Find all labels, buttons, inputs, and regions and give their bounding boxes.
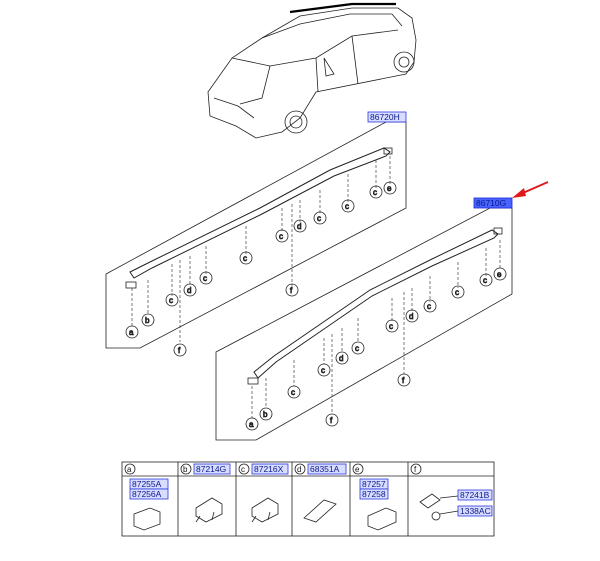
svg-text:f: f	[402, 376, 405, 385]
legend-cell-d: d 68351A	[294, 463, 347, 523]
part-number-upper[interactable]	[367, 111, 407, 123]
svg-text:87256A: 87256A	[132, 489, 162, 499]
bolt-icon	[419, 493, 441, 509]
svg-text:d: d	[339, 354, 343, 363]
svg-text:f: f	[178, 346, 181, 355]
svg-text:e: e	[355, 465, 360, 474]
legend-cell-e: e 87257 87258	[352, 463, 397, 531]
svg-text:c: c	[373, 188, 377, 197]
svg-text:f: f	[414, 465, 417, 474]
svg-text:b: b	[145, 316, 150, 325]
svg-text:b: b	[263, 410, 268, 419]
svg-text:c: c	[243, 254, 247, 263]
end-cap-icon	[367, 507, 397, 531]
svg-text:c: c	[483, 276, 487, 285]
svg-text:f: f	[290, 286, 293, 295]
car-illustration	[207, 2, 417, 139]
legend-cell-c: c 87216X	[238, 463, 289, 523]
svg-text:87216X: 87216X	[254, 464, 284, 474]
callouts-upper: a b c d c c c d c c c e f f	[125, 181, 397, 357]
part-number-lower-label: 86710G	[476, 198, 506, 208]
svg-text:c: c	[355, 344, 359, 353]
callouts-lower: a b c c d c c d c c c e f f	[245, 267, 507, 431]
legend-cell-b: b 87214G	[180, 463, 231, 523]
svg-text:d: d	[187, 286, 191, 295]
part-number-lower[interactable]	[473, 197, 513, 209]
lower-assembly: 86710G a b c c d c c	[215, 181, 549, 441]
svg-text:c: c	[321, 366, 325, 375]
part-68351A[interactable]	[307, 463, 347, 475]
svg-text:68351A: 68351A	[310, 464, 340, 474]
part-87241B[interactable]	[457, 489, 493, 501]
part-number-upper-label: 86720H	[370, 112, 400, 122]
legend-cell-a: a 87255A 87256A	[124, 463, 169, 531]
part-87214G[interactable]	[193, 463, 231, 475]
svg-text:d: d	[297, 222, 301, 231]
svg-text:d: d	[409, 312, 413, 321]
svg-text:c: c	[427, 302, 431, 311]
svg-text:c: c	[279, 232, 283, 241]
svg-text:c: c	[455, 288, 459, 297]
part-87216X[interactable]	[251, 463, 289, 475]
svg-text:c: c	[203, 274, 207, 283]
svg-text:1338AC: 1338AC	[460, 506, 491, 516]
svg-text:87241B: 87241B	[460, 490, 490, 500]
arrow-head-icon	[512, 188, 526, 198]
svg-text:e: e	[387, 184, 392, 193]
svg-text:c: c	[389, 322, 393, 331]
clip-icon	[195, 497, 223, 523]
svg-text:a: a	[129, 328, 134, 337]
parts-legend: a 87255A 87256A b 87214G c 87216X d 6	[121, 461, 495, 537]
svg-text:c: c	[241, 465, 245, 474]
svg-text:c: c	[291, 388, 295, 397]
svg-text:c: c	[169, 296, 173, 305]
clip-icon	[251, 497, 279, 523]
svg-text:87214G: 87214G	[196, 464, 226, 474]
svg-text:d: d	[297, 465, 301, 474]
svg-text:c: c	[317, 214, 321, 223]
nut-icon	[431, 511, 441, 521]
svg-text:a: a	[127, 465, 132, 474]
legend-cell-f: f 87241B 1338AC	[410, 463, 493, 521]
part-87256A[interactable]	[129, 488, 169, 500]
part-87258[interactable]	[359, 488, 389, 500]
svg-text:a: a	[249, 420, 254, 429]
svg-text:f: f	[330, 416, 333, 425]
svg-text:b: b	[183, 465, 188, 474]
svg-text:c: c	[345, 202, 349, 211]
svg-text:e: e	[497, 270, 502, 279]
tape-icon	[303, 499, 337, 523]
end-cap-icon	[133, 507, 161, 531]
svg-text:87255A: 87255A	[132, 479, 162, 489]
svg-text:87257: 87257	[362, 479, 386, 489]
upper-assembly: 86720H a b c d c c c d	[105, 111, 407, 357]
svg-text:87258: 87258	[362, 489, 386, 499]
